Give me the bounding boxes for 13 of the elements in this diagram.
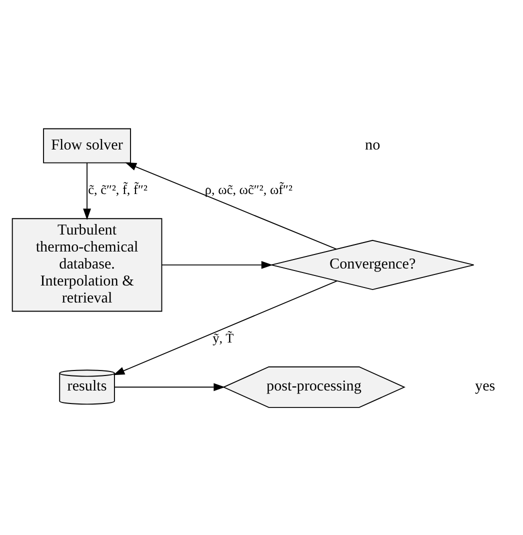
edge-label: c̃, c̃″², f̃, f̃″² [88, 182, 148, 197]
arrow [161, 260, 273, 268]
arrow [113, 280, 338, 375]
arrow [114, 382, 226, 391]
node-box: Turbulent thermo-chemical database. Interpolation & retrieval [12, 218, 162, 312]
arrow [125, 162, 337, 250]
edge-label: ỹ, T̃ [212, 330, 234, 346]
label: yes [475, 378, 496, 394]
edge-label: ρ, ωc̃, ωc̃″², ωf̃″² [204, 182, 293, 197]
label: no [365, 136, 380, 153]
arrow [83, 162, 92, 220]
node-box: Flow solver [43, 128, 131, 163]
node-diamond: Convergence? [270, 239, 474, 290]
